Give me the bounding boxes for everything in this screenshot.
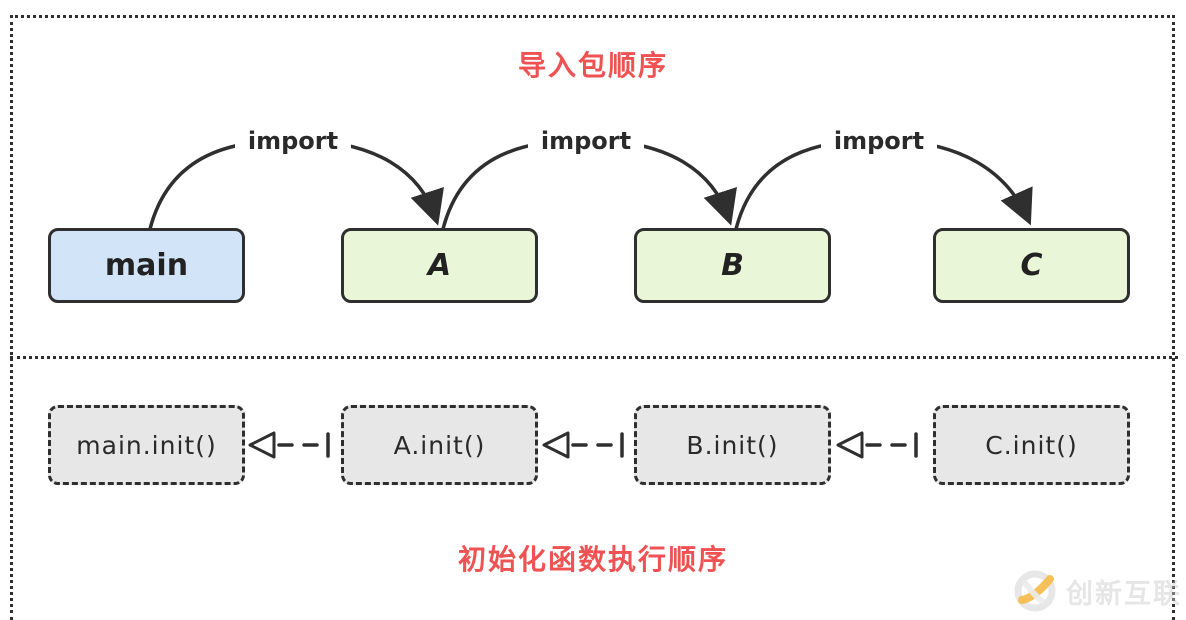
- import-edge-label: import: [235, 126, 351, 156]
- node-b-init: B.init(): [634, 405, 831, 485]
- import-edge-label: import: [821, 126, 937, 156]
- node-c: C: [933, 228, 1130, 303]
- node-a: A: [341, 228, 538, 303]
- node-b: B: [634, 228, 831, 303]
- brand-logo-icon: [1014, 570, 1056, 612]
- section-divider: [10, 356, 1178, 359]
- node-c-init-label: C.init(): [985, 430, 1078, 460]
- node-c-label: C: [1020, 248, 1043, 283]
- node-c-init: C.init(): [933, 405, 1130, 485]
- node-a-label: A: [427, 248, 452, 283]
- node-b-init-label: B.init(): [686, 430, 779, 460]
- import-order-title: 导入包顺序: [517, 49, 668, 82]
- outer-dotted-border: [10, 15, 1175, 620]
- init-order-title: 初始化函数执行顺序: [457, 543, 728, 576]
- watermark-text: 创新互联: [1066, 578, 1182, 610]
- node-a-init: A.init(): [341, 405, 538, 485]
- node-main-init-label: main.init(): [76, 430, 217, 460]
- watermark: 创新互联: [1012, 568, 1182, 614]
- import-edge-label: import: [528, 126, 644, 156]
- node-main-init: main.init(): [48, 405, 245, 485]
- node-main: main: [48, 228, 245, 303]
- node-a-init-label: A.init(): [393, 430, 486, 460]
- node-b-label: B: [721, 248, 744, 283]
- node-main-label: main: [104, 248, 189, 283]
